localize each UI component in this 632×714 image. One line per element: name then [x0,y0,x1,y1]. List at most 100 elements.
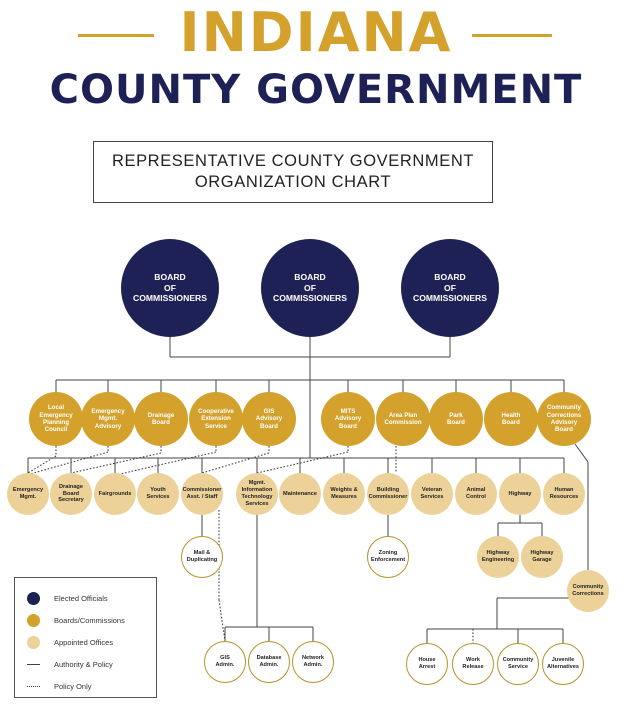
node-label-line: Highway [530,550,554,557]
node-label-line: OF [444,282,456,293]
node-label-line: Emergency [91,408,125,416]
node-label-line: Animal [466,487,486,494]
node-label-line: Mgmt. [248,480,266,487]
node-label-line: Services [420,494,444,500]
node-label-line: Zoning [378,550,398,557]
node-label-line: Duplicating [186,557,218,563]
elected-dot-icon [26,591,40,605]
node-label-line: MITS [340,408,356,416]
policy-only-connector [256,451,349,474]
policy-only-connector [70,452,162,474]
board-dot-icon [26,613,40,627]
node-label-line: Advisory [550,419,578,426]
node-label-line: Emergency [12,487,44,494]
node-label-line: OF [164,282,176,293]
node-label-line: Commission [384,419,422,426]
node-label-line: Services [245,500,269,507]
node-label-line: Information [241,487,273,494]
node-label-line: Arrest [418,664,436,670]
node-label-line: Juvenile [551,657,575,664]
node-label: Maintenance [283,491,317,498]
node-label-line: Board [555,426,573,434]
node-label-line: Highway [508,490,532,497]
legend-item-elected: Elected Officials [24,590,108,606]
node-label-line: COMMISSIONERS [132,293,207,304]
node-label-line: Veteran [421,487,443,494]
node-label-line: Corrections [546,411,582,419]
node-label-line: Highway [486,550,510,557]
node-label-line: Alternatives [546,664,580,670]
node-label: Fairgrounds [99,491,132,498]
node-label-line: Emergency [39,411,73,419]
node-label-line: Youth [150,487,166,494]
node-label-line: Advisory [94,422,122,430]
node-label: Mail &Duplicating [187,550,217,564]
node-label-line: BOARD [294,272,326,283]
node-fair: Fairgrounds [94,473,136,515]
state-title: INDIANA [179,1,453,64]
node-label-line: Asst. / Staff [186,494,218,500]
legend-item-authority: Authority & Policy [24,656,113,672]
node-label-line: Drainage [59,483,83,490]
solid-line-icon [26,663,40,665]
node-label-line: Corrections [572,591,604,597]
node-mail: Mail &Duplicating [181,536,223,578]
node-label-line: Admin. [303,662,323,668]
node-label-line: Network [301,655,325,662]
node-label-line: Admin. [259,662,279,668]
node-label-line: Service [508,664,528,670]
node-label-line: Work [466,657,480,664]
node-label-line: Board [260,422,278,430]
node-label-line: BOARD [154,272,186,283]
node-label-line: Community [572,584,604,591]
node-label-line: Board [502,419,520,426]
chart-title-line-2: ORGANIZATION CHART [194,173,392,191]
node-label-line: Advisory [334,415,362,423]
node-label-line: Human [554,487,574,494]
node-label-line: Garage [532,557,552,563]
node-label-line: Services [146,494,170,500]
node-label-line: COMMISSIONERS [412,293,487,304]
node-label-line: Area Plan [388,411,418,419]
node-label-line: COMMISSIONERS [272,293,347,304]
node-maint: Maintenance [279,473,321,515]
node-label: Highway [508,491,531,498]
node-label-line: Local [47,404,65,412]
node-label-line: Fairgrounds [98,490,132,497]
node-label-line: House [418,657,436,664]
node-label-line: Board [447,419,465,426]
node-label-line: OF [304,282,316,293]
node-label-line: Database [256,655,282,662]
policy-only-connector [201,452,270,474]
node-wm: Weights &Measures [323,473,365,515]
legend-item-appointed: Appointed Offices [24,634,113,650]
